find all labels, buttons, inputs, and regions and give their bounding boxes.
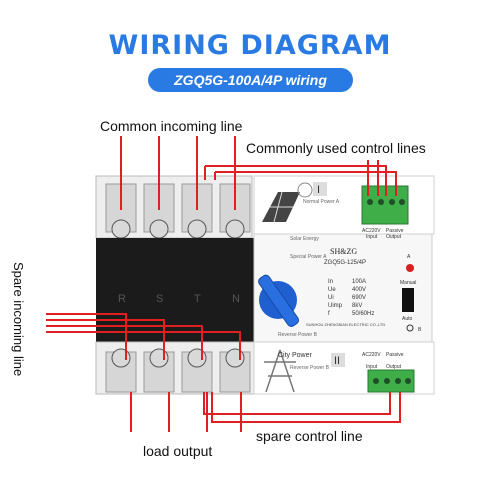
phase-letter-s: S [156,293,163,305]
model-text: ZGQ5G-125/4P [324,260,366,266]
auto-label: Auto [402,316,413,322]
reverse-power-b-text: Reverse Power B [278,332,318,338]
passive-bottom-text: Passive [386,352,404,358]
output-top-text: Output [386,234,402,240]
spec-key: f [328,311,330,317]
label-common-incoming-line: Common incoming line [100,118,243,134]
pin-a-label: A [407,254,411,260]
company-text: SUNHOU ZHENGBIAN ELECTRIC CO.,LTD [306,322,385,327]
spec-value: 690V [352,295,366,301]
passive-top-text: Passive [386,228,404,234]
reverse-power-text: Reverse Power B [290,365,330,371]
spec-value: 50/60Hz [352,311,374,317]
phase-letter-t: T [194,293,201,305]
breaker-body [96,238,254,342]
phase-letter-r: R [118,293,126,305]
normal-power-text: Normal Power A [303,199,340,205]
spec-table: In 100A Ue 400V Ui 690V Uimp 8kV f 50/60Hz [328,279,374,317]
diagram-title: WIRING DIAGRAM [108,30,392,61]
diagram-subtitle: ZGQ5G-100A/4P wiring [148,68,353,92]
selector-knob [258,274,300,327]
solar-panel-icon [262,182,313,223]
bottom-green-terminal-block [367,369,415,393]
spec-key: Ui [328,295,334,301]
ac-voltage-top: AC220V [362,228,381,234]
phase-letter-n: N [232,293,240,305]
special-power-text: Special Power A [290,254,327,260]
input-bottom-text: Input [366,364,378,370]
pin-b-label: B [418,327,422,333]
bottom-screw-terminals [105,348,251,393]
power-tower-icon [264,349,296,393]
led-b-indicator [406,324,414,332]
spec-key: Ue [328,287,336,293]
solar-energy-text: Solar Energy [290,236,319,242]
brand-text: SH&ZG [330,247,357,256]
label-spare-control-line: spare control line [256,428,363,444]
status-led [406,264,414,272]
spec-value: 8kV [352,303,362,309]
label-common-control-lines: Commonly used control lines [246,140,426,156]
roman-numeral-two: II [334,355,340,367]
manual-auto-switch [402,288,414,312]
spec-key: In [328,279,333,285]
spec-value: 400V [352,287,366,293]
red-wire-annotations [46,136,401,432]
manual-label: Manual [400,280,416,286]
city-power-text: City Power [278,352,313,359]
output-bottom-text: Output [386,364,402,370]
label-load-output: load output [143,443,213,459]
ac-voltage-bottom: AC220V [362,352,381,358]
input-top-text: Input [366,234,378,240]
spec-value: 100A [352,279,366,285]
roman-numeral-one: I [317,184,320,196]
spec-key: Uimp [328,303,343,309]
